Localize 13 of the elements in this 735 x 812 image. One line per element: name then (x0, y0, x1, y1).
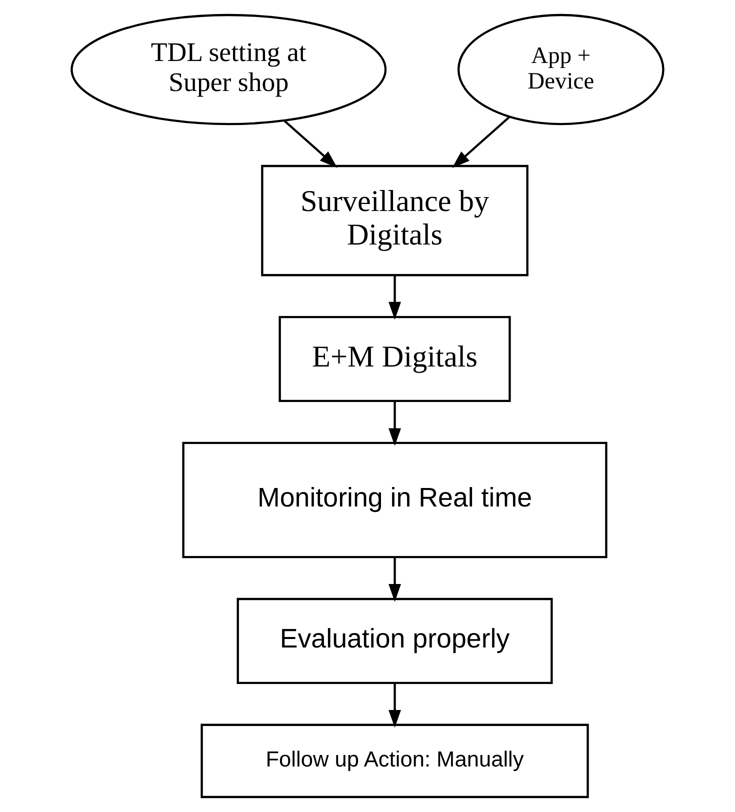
node-box: Follow up Action: Manually (200, 724, 589, 798)
node-box: Surveillance by Digitals (261, 164, 528, 276)
arrow (388, 276, 401, 320)
node-box: Evaluation properly (236, 598, 553, 684)
arrow (284, 120, 338, 168)
node-box: E+M Digitals (278, 316, 511, 402)
arrow (388, 401, 401, 446)
arrow (452, 116, 510, 168)
node-ellipse: App + Device (457, 14, 664, 126)
arrow (388, 683, 401, 728)
node-ellipse: TDL setting at Super shop (70, 14, 387, 126)
node-box: Monitoring in Real time (182, 442, 608, 558)
arrow (388, 558, 401, 602)
